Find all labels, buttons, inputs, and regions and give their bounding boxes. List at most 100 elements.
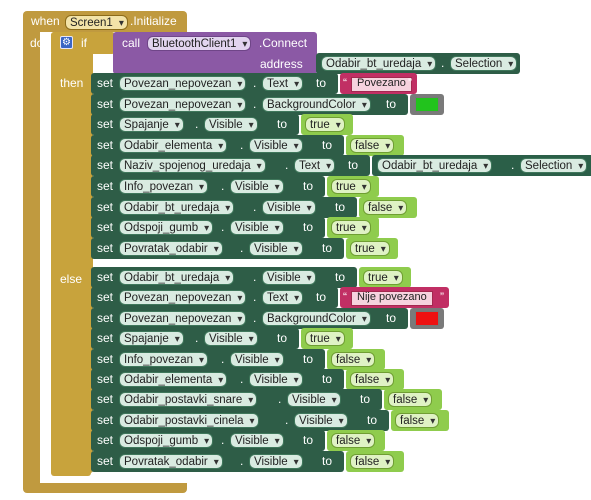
property-dropdown[interactable]: Visible: [230, 220, 284, 236]
screen-component-dropdown[interactable]: Screen1: [65, 15, 128, 31]
component-dropdown[interactable]: Odabir_postavki_snare: [119, 392, 258, 408]
logic-false-block[interactable]: false: [359, 196, 417, 218]
color-swatch[interactable]: [415, 310, 439, 326]
logic-false-block[interactable]: false: [384, 389, 442, 411]
dot-separator: .: [221, 220, 225, 235]
component-dropdown[interactable]: Odabir_postavki_cinela: [119, 412, 259, 429]
to-keyword: to: [303, 433, 314, 448]
logic-true-block[interactable]: true: [359, 267, 411, 288]
property-dropdown[interactable]: Text: [262, 76, 304, 92]
property-dropdown[interactable]: Visible: [230, 179, 284, 195]
boolean-dropdown[interactable]: true: [305, 331, 345, 347]
component-dropdown[interactable]: Povratak_odabir: [119, 240, 223, 257]
to-keyword: to: [335, 199, 346, 214]
address-property-dropdown[interactable]: Selection: [450, 56, 518, 72]
property-dropdown[interactable]: Visible: [262, 270, 316, 286]
component-dropdown[interactable]: Povezan_nepovezan: [119, 310, 247, 327]
logic-false-block[interactable]: false: [346, 134, 404, 156]
dot-separator: .: [240, 372, 244, 386]
gear-icon[interactable]: ⚙: [60, 36, 73, 49]
boolean-dropdown[interactable]: true: [350, 240, 390, 257]
property-dropdown[interactable]: Visible: [230, 433, 284, 449]
set-keyword: set: [97, 412, 114, 427]
dot-separator: .: [221, 433, 225, 448]
property-dropdown[interactable]: Visible: [249, 453, 303, 470]
logic-false-block[interactable]: false: [346, 369, 404, 390]
property-dropdown[interactable]: Visible: [287, 392, 341, 408]
property-dropdown[interactable]: Visible: [294, 412, 348, 429]
boolean-dropdown[interactable]: false: [350, 453, 395, 470]
boolean-dropdown[interactable]: true: [363, 270, 403, 286]
text-string-value[interactable]: Nije povezano: [351, 291, 433, 307]
property-dropdown[interactable]: Visible: [204, 117, 258, 133]
component-dropdown[interactable]: Info_povezan: [119, 179, 209, 195]
text-string-value[interactable]: Povezano: [351, 77, 412, 92]
call-bluetooth-connect-block[interactable]: call BluetoothClient1 .Connect address: [113, 32, 317, 74]
logic-false-block[interactable]: false: [391, 409, 449, 431]
component-dropdown[interactable]: Povezan_nepovezan: [119, 76, 247, 92]
property-dropdown[interactable]: Visible: [204, 331, 258, 347]
boolean-dropdown[interactable]: false: [350, 137, 395, 154]
set-keyword: set: [97, 290, 114, 305]
component-dropdown[interactable]: Odabir_bt_uredaja: [119, 199, 235, 216]
color-swatch[interactable]: [415, 96, 439, 112]
if-then-else-block[interactable]: [51, 32, 93, 473]
bluetooth-component-dropdown[interactable]: BluetoothClient1: [147, 36, 252, 52]
set-keyword: set: [97, 179, 114, 193]
boolean-dropdown[interactable]: false: [363, 199, 408, 216]
logic-true-block[interactable]: true: [301, 328, 353, 350]
property-dropdown[interactable]: Visible: [249, 137, 303, 154]
property-dropdown[interactable]: Text: [294, 158, 336, 174]
component-dropdown[interactable]: Odspoji_gumb: [119, 220, 214, 236]
property-dropdown[interactable]: Visible: [249, 240, 303, 257]
address-getter-block[interactable]: Odabir_bt_uredaja . Selection: [316, 53, 520, 74]
logic-true-block[interactable]: true: [346, 237, 398, 259]
getter-property-dropdown[interactable]: Selection: [520, 158, 588, 174]
set-keyword: set: [97, 76, 114, 90]
property-dropdown[interactable]: Text: [262, 290, 304, 306]
logic-true-block[interactable]: true: [327, 217, 379, 239]
boolean-dropdown[interactable]: false: [331, 351, 376, 368]
property-dropdown[interactable]: Visible: [262, 199, 316, 216]
color-block[interactable]: [410, 93, 444, 115]
dot-separator: .: [511, 158, 515, 173]
getter-component-dropdown[interactable]: Odabir_bt_uredaja: [377, 158, 493, 174]
component-getter-block[interactable]: Odabir_bt_uredaja. Selection: [372, 155, 591, 177]
text-string-block[interactable]: “Povezano”: [340, 73, 417, 94]
component-dropdown[interactable]: Povezan_nepovezan: [119, 290, 247, 306]
component-dropdown[interactable]: Info_povezan: [119, 351, 209, 368]
boolean-dropdown[interactable]: false: [388, 392, 433, 408]
to-keyword: to: [277, 117, 288, 132]
component-dropdown[interactable]: Spajanje: [119, 331, 184, 347]
component-dropdown[interactable]: Odabir_elementa: [119, 372, 228, 388]
to-keyword: to: [335, 270, 346, 284]
component-dropdown[interactable]: Odabir_bt_uredaja: [119, 270, 235, 286]
logic-false-block[interactable]: false: [327, 348, 385, 370]
component-dropdown[interactable]: Povezan_nepovezan: [119, 96, 247, 113]
property-dropdown[interactable]: BackgroundColor: [262, 310, 371, 327]
boolean-dropdown[interactable]: false: [331, 433, 376, 449]
address-component-dropdown[interactable]: Odabir_bt_uredaja: [321, 56, 437, 72]
component-dropdown[interactable]: Povratak_odabir: [119, 453, 223, 470]
component-dropdown[interactable]: Odabir_elementa: [119, 137, 228, 154]
boolean-dropdown[interactable]: true: [305, 117, 345, 133]
property-dropdown[interactable]: BackgroundColor: [262, 96, 371, 113]
component-dropdown[interactable]: Spajanje: [119, 117, 184, 133]
color-block[interactable]: [410, 307, 444, 329]
boolean-dropdown[interactable]: true: [331, 179, 371, 195]
set-keyword: set: [97, 392, 114, 407]
boolean-dropdown[interactable]: false: [395, 412, 440, 429]
logic-false-block[interactable]: false: [327, 430, 385, 452]
component-dropdown[interactable]: Odspoji_gumb: [119, 433, 214, 449]
logic-false-block[interactable]: false: [346, 450, 404, 472]
logic-true-block[interactable]: true: [327, 176, 379, 197]
boolean-dropdown[interactable]: true: [331, 220, 371, 236]
property-dropdown[interactable]: Visible: [249, 372, 303, 388]
text-string-block[interactable]: “Nije povezano”: [340, 287, 449, 309]
set-keyword: set: [97, 372, 114, 386]
property-dropdown[interactable]: Visible: [230, 351, 284, 368]
boolean-dropdown[interactable]: false: [350, 372, 395, 388]
component-dropdown[interactable]: Naziv_spojenog_uredaja: [119, 158, 266, 174]
logic-true-block[interactable]: true: [301, 114, 353, 136]
